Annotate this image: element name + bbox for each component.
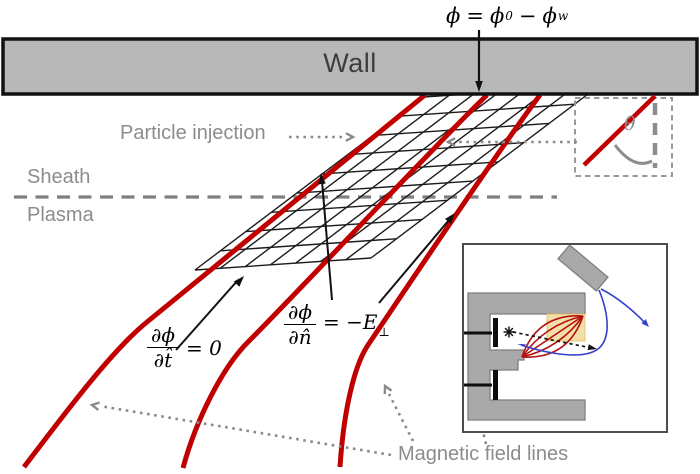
grid-line (296, 180, 473, 194)
electron-trajectory-loop-arrowhead (517, 344, 527, 347)
magnetic-field-lines-label: Magnetic field lines (398, 443, 569, 465)
phi-zero: ϕ (489, 4, 505, 28)
tangential-numerator: ∂ϕ (147, 324, 179, 348)
dotted-annotation-arrows (89, 132, 577, 457)
tangential-bc-equation: ∂ϕ ∂t̂ = 0 (147, 324, 222, 371)
perpendicular-subscript: ⊥ (378, 325, 390, 339)
wall-label: Wall (323, 48, 377, 78)
emission-marker-icon (503, 326, 515, 338)
ion-path-dashed-arrow (512, 331, 590, 349)
normal-bc-equation: ∂ϕ ∂n̂ = −E⊥ (284, 301, 390, 348)
theta-inset (574, 94, 673, 177)
magnetic-field-lines (22, 93, 543, 469)
electrodes (464, 318, 498, 400)
normal-direction-arrow-long (321, 180, 333, 301)
phi-wall-subscript: w (557, 9, 569, 23)
tangential-rhs: = 0 (185, 335, 222, 360)
grid-line (245, 218, 422, 233)
electron-trajectory-out-arrowhead (641, 319, 649, 327)
tangential-fraction: ∂ϕ ∂t̂ (147, 324, 179, 371)
normal-direction-arrow-right (378, 219, 450, 304)
electron-trajectory-loop (520, 289, 608, 356)
magnetic-field-line-middle (180, 93, 489, 469)
normal-rhs: = −E⊥ (322, 310, 390, 339)
field-line-pointer-left (99, 404, 392, 457)
grid-line (194, 257, 372, 271)
field-line-pointer-left-arrowhead (89, 401, 100, 411)
phi: ϕ (446, 4, 461, 28)
magnetic-field-line-right (337, 93, 543, 468)
particle-injection-arrowhead (345, 132, 356, 142)
phi-zero-subscript: 0 (505, 9, 513, 23)
ion-path-arrowhead (587, 344, 597, 351)
field-line-pointer-right (387, 393, 415, 442)
theta-angle-arc (613, 144, 653, 165)
focusing-field-lines (521, 315, 584, 358)
grid-line (219, 94, 450, 269)
wall (1, 37, 699, 96)
phi-wall: ϕ (542, 4, 557, 28)
probe-plate (557, 244, 609, 292)
tangential-denominator: ∂t̂ (153, 348, 173, 372)
equals-sign: = (466, 4, 484, 28)
minus-sign: − (518, 4, 537, 28)
grid-pointer-arrowhead (445, 137, 456, 147)
grid-line (322, 161, 499, 175)
normal-numerator: ∂ϕ (284, 301, 316, 325)
normal-fraction: ∂ϕ ∂n̂ (284, 301, 316, 348)
device-inset (462, 243, 668, 433)
sheath-label: Sheath (27, 166, 91, 188)
wall-potential-arrowhead (475, 81, 483, 92)
field-line-pointer-right-arrowhead (383, 383, 393, 395)
boundary-condition-arrows (175, 30, 483, 351)
electron-trajectory-out (600, 288, 647, 325)
grid-line (345, 86, 576, 261)
grid-line (220, 238, 397, 252)
inset-connector-dots (481, 431, 488, 445)
magnetic-field-line-left (22, 93, 427, 469)
normal-denominator: ∂n̂ (288, 325, 312, 349)
simulation-grid (194, 84, 601, 271)
particle-injection-label: Particle injection (120, 122, 266, 144)
theta-label: θ (624, 113, 636, 135)
tangent-direction-arrowhead (233, 276, 244, 287)
electron-trajectories (520, 288, 647, 356)
theta-field-line (582, 94, 657, 167)
grid-line (320, 87, 551, 262)
plasma-label: Plasma (27, 204, 94, 226)
normal-direction-arrowhead-long (318, 173, 326, 185)
grid-line (244, 93, 475, 268)
grid-line (271, 199, 448, 214)
tangent-direction-arrow (175, 279, 239, 351)
theta-inset-box (574, 97, 673, 177)
normal-direction-arrowhead-right (445, 213, 455, 224)
grid-line (398, 103, 575, 117)
